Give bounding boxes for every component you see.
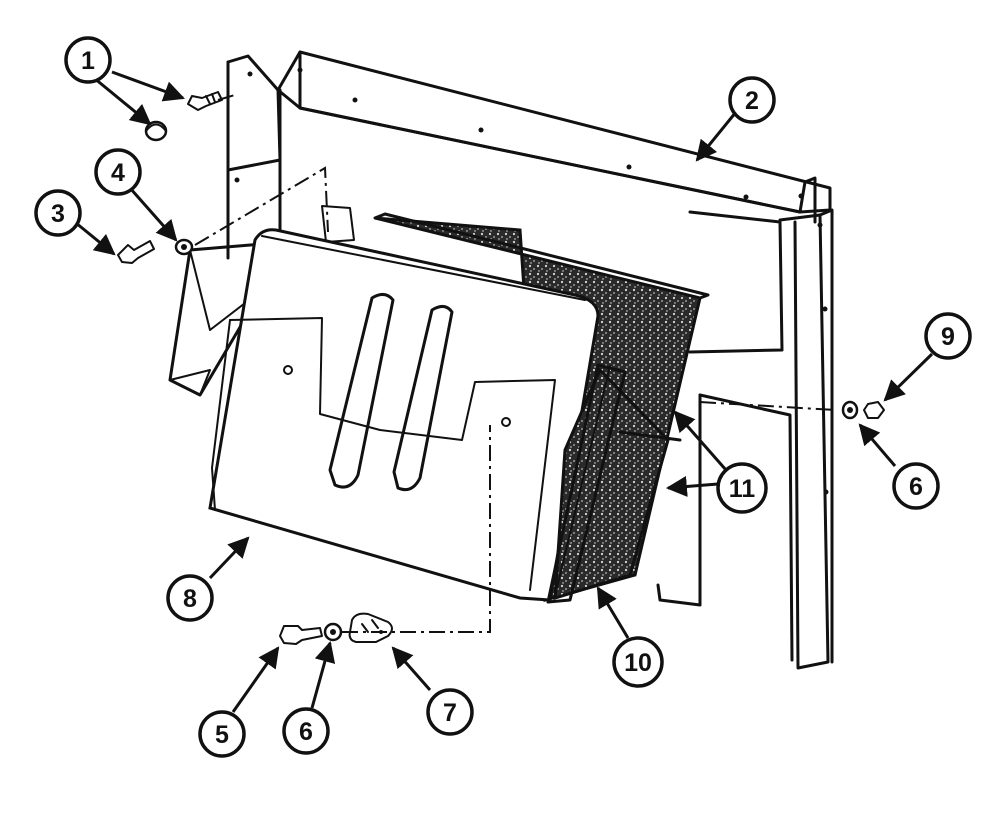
nut-part-9 [863,401,885,419]
callout-6-lower: 6 [282,707,330,755]
callout-10-label: 10 [624,649,652,677]
bolt-part-5 [279,625,323,645]
callout-7: 7 [426,688,474,736]
callout-8: 8 [166,574,214,622]
callout-6-lower-label: 6 [299,718,313,746]
foam-filter-front [546,363,682,604]
callout-6-right-label: 6 [909,473,923,501]
callout-5-label: 5 [215,721,229,749]
cap-part-1 [144,120,168,142]
callout-9-label: 9 [941,323,955,351]
washer-part-6-lower [323,622,343,642]
callout-6-right: 6 [892,462,940,510]
washer-part-4 [174,238,194,256]
callout-11: 11 [716,462,768,514]
cover-panel [208,228,600,602]
callout-11-label: 11 [729,475,756,503]
washer-part-6-right [841,400,859,420]
callout-2-label: 2 [745,87,759,115]
callout-4: 4 [94,148,142,196]
callout-4-label: 4 [111,159,125,187]
bolt-part-3 [117,240,155,264]
callout-3-label: 3 [51,200,65,228]
callout-7-label: 7 [443,699,457,727]
callout-10: 10 [612,636,664,688]
callout-1-label: 1 [81,47,95,75]
hardware [117,91,885,645]
callout-5: 5 [198,710,246,758]
callout-8-label: 8 [183,585,197,613]
callout-1: 1 [64,36,112,84]
clip-part-7 [348,612,393,643]
callout-2: 2 [728,76,776,124]
callout-9: 9 [924,312,972,360]
callout-3: 3 [34,189,82,237]
bolt-part-1 [187,91,223,111]
leader-lines [75,70,934,713]
